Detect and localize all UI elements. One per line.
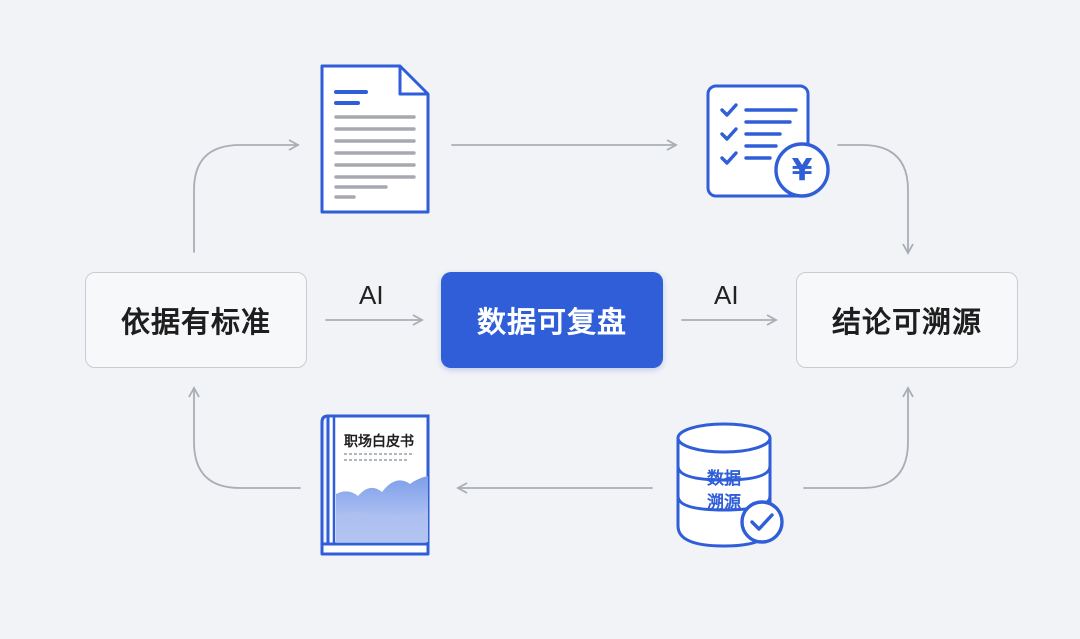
node-conclusion-traceable-label: 结论可溯源	[831, 305, 982, 339]
edge-label-ai-left: AI	[359, 280, 384, 310]
whitepaper-book-icon: 职场白皮书	[320, 414, 430, 556]
node-basis-standard: 依据有标准	[85, 272, 307, 368]
arrow-left-to-document	[193, 139, 300, 253]
checklist-yuan-icon: ¥	[706, 84, 830, 198]
database-label-line2: 溯源	[707, 492, 741, 513]
check-mark-icon	[750, 513, 774, 531]
node-conclusion-traceable: 结论可溯源	[796, 272, 1018, 368]
yuan-symbol: ¥	[792, 153, 813, 188]
arrow-checklist-to-right	[837, 144, 914, 255]
database-check-icon: 数据 溯源	[676, 422, 784, 548]
arrow-book-to-left	[188, 386, 301, 489]
document-icon	[320, 64, 430, 214]
book-title: 职场白皮书	[344, 433, 414, 450]
arrow-database-to-right	[803, 386, 914, 489]
node-data-review: 数据可复盘	[441, 272, 663, 368]
edge-label-ai-right: AI	[714, 280, 739, 310]
database-label-line1: 数据	[707, 468, 741, 489]
node-basis-standard-label: 依据有标准	[120, 305, 271, 339]
node-data-review-label: 数据可复盘	[476, 305, 627, 339]
